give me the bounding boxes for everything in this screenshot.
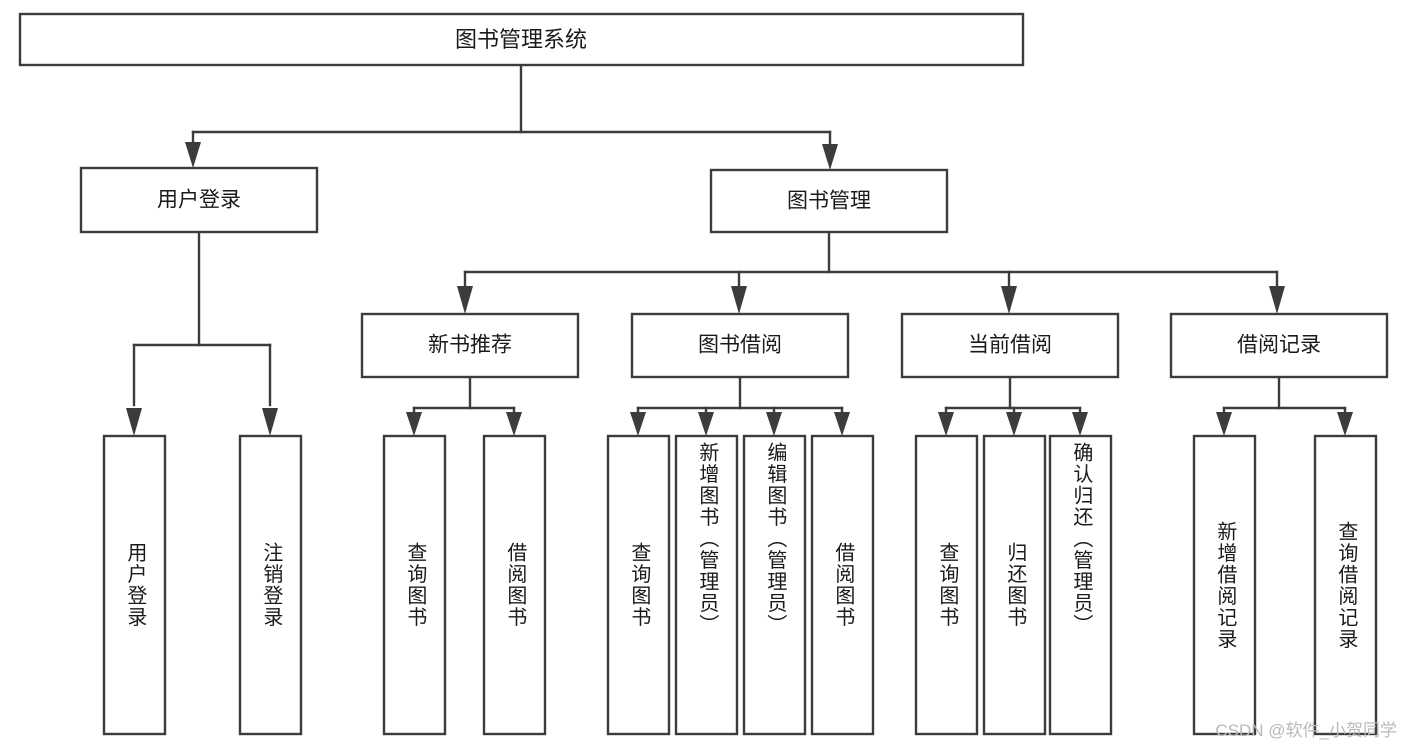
node-box-leaf-book-borrow-2[interactable] <box>674 434 739 736</box>
node-box-user-login[interactable] <box>79 166 319 234</box>
node-box-new-book-recommend[interactable] <box>360 312 580 379</box>
node-box-leaf-current-borrow-2[interactable] <box>982 434 1047 736</box>
node-label-book-manage: 图书管理 <box>787 190 871 213</box>
arrow-head-new-book <box>457 286 473 314</box>
node-label-current-borrow: 当前借阅 <box>968 334 1052 357</box>
node-box-leaf-borrow-record-2[interactable] <box>1313 434 1378 736</box>
arrow-head-br-leaf-2 <box>1337 412 1353 436</box>
node-box-leaf-current-borrow-3[interactable] <box>1048 434 1113 736</box>
connector-layer <box>126 63 1353 436</box>
node-label-new-book-recommend: 新书推荐 <box>428 334 512 357</box>
node-box-book-borrow[interactable] <box>630 312 850 379</box>
node-box-root[interactable] <box>18 12 1025 67</box>
node-label-book-borrow: 图书借阅 <box>698 334 782 357</box>
node-label-borrow-record: 借阅记录 <box>1237 334 1321 357</box>
node-box-borrow-record[interactable] <box>1169 312 1389 379</box>
arrow-head-current-borrow <box>1001 286 1017 314</box>
node-box-leaf-current-borrow-1[interactable] <box>914 434 979 736</box>
node-box-leaf-book-borrow-3[interactable] <box>742 434 807 736</box>
node-box-leaf-book-borrow-4[interactable] <box>810 434 875 736</box>
arrow-head-nb-leaf-2 <box>506 412 522 436</box>
node-box-leaf-user-login-2[interactable] <box>238 434 303 736</box>
arrow-head-book-manage <box>822 144 838 170</box>
node-box-book-manage[interactable] <box>709 168 949 234</box>
arrow-head-ul-leaf-1 <box>126 408 142 436</box>
node-box-current-borrow[interactable] <box>900 312 1120 379</box>
node-box-leaf-book-borrow-1[interactable] <box>606 434 671 736</box>
node-layer: 图书管理系统 用户登录 图书管理 新书推荐 图书借阅 当前借阅 借阅记录 <box>18 12 1389 736</box>
node-box-leaf-new-book-1[interactable] <box>382 434 447 736</box>
arrow-head-borrow-record <box>1269 286 1285 314</box>
arrow-head-cb-leaf-3 <box>1072 412 1088 436</box>
node-box-leaf-new-book-2[interactable] <box>482 434 547 736</box>
arrow-head-br-leaf-1 <box>1216 412 1232 436</box>
node-label-user-login: 用户登录 <box>157 189 241 212</box>
arrow-head-bb-leaf-4 <box>834 412 850 436</box>
node-box-leaf-user-login-1[interactable] <box>102 434 167 736</box>
arrow-head-cb-leaf-1 <box>938 412 954 436</box>
arrow-head-ul-leaf-2 <box>262 408 278 436</box>
watermark-text: CSDN @软件_小贺同学 <box>1215 721 1397 740</box>
arrow-head-nb-leaf-1 <box>406 412 422 436</box>
arrow-head-bb-leaf-3 <box>766 412 782 436</box>
arrow-head-cb-leaf-2 <box>1006 412 1022 436</box>
arrow-head-book-borrow <box>731 286 747 314</box>
node-box-leaf-borrow-record-1[interactable] <box>1192 434 1257 736</box>
arrow-head-user-login <box>185 142 201 168</box>
arrow-head-bb-leaf-1 <box>630 412 646 436</box>
arrow-head-bb-leaf-2 <box>698 412 714 436</box>
node-label-root: 图书管理系统 <box>455 27 587 52</box>
